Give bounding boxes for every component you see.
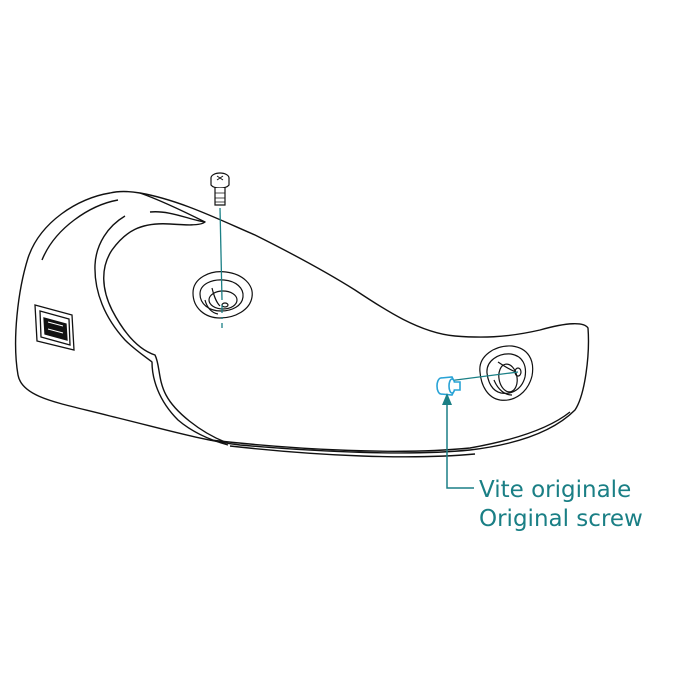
- callout-label-italian: Vite originale: [479, 477, 632, 503]
- seat-top-contour: [139, 192, 206, 223]
- axis-line-right: [447, 371, 519, 382]
- brand-badge: [34, 304, 75, 351]
- seat-bottom-edge-2: [229, 445, 476, 458]
- seat-bottom-edge: [209, 411, 571, 452]
- original-screw: [436, 376, 461, 396]
- mounting-boss-right: [479, 345, 534, 401]
- seat-seam: [103, 211, 226, 443]
- callout-label-english: Original screw: [479, 506, 643, 532]
- mounting-boss-center: [192, 271, 253, 319]
- assembly-axis-lines: [219, 207, 519, 382]
- mounting-screw: [210, 172, 230, 206]
- seat-inner-edge: [41, 199, 119, 261]
- axis-line-top: [219, 207, 223, 301]
- callout-arrowhead: [442, 393, 452, 405]
- callout-leader: [442, 393, 474, 489]
- seat-outline: [14, 190, 590, 454]
- seat-cover: [14, 190, 590, 458]
- seat-seam-inner: [94, 215, 229, 446]
